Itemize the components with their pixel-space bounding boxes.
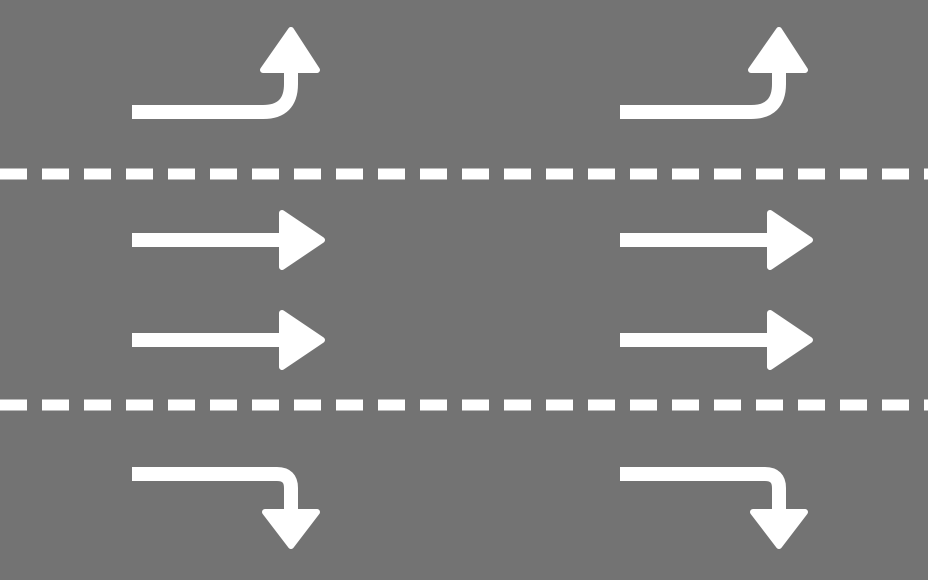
road-surface <box>0 0 928 580</box>
asphalt <box>0 0 928 580</box>
